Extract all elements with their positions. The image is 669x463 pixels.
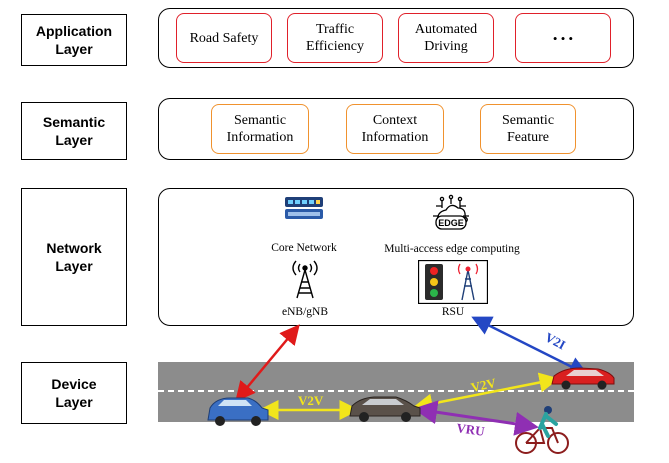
uplink-arrow: [235, 324, 300, 402]
v2v-left-label: V2V: [298, 393, 324, 408]
more-apps-chip: • • •: [515, 13, 611, 63]
v2v-right-label: V2V: [470, 375, 498, 395]
edge-computing-label: Multi-access edge computing: [384, 243, 520, 255]
road-safety-chip: Road Safety: [176, 13, 272, 63]
traffic-efficiency-chip: Traffic Efficiency: [287, 13, 383, 63]
edge-badge-text: EDGE: [438, 218, 464, 228]
server-rack-icon: [285, 197, 323, 219]
road-lane-marking: [158, 390, 634, 392]
v2i-label: V2I: [543, 329, 569, 352]
device-layer-label: Device Layer: [21, 362, 127, 424]
automated-driving-chip: Automated Driving: [398, 13, 494, 63]
vru-label: VRU: [456, 420, 487, 439]
edge-computing-icon: EDGE: [433, 194, 469, 230]
semantic-information-chip: Semantic Information: [211, 104, 309, 154]
blue-car-icon: [207, 397, 269, 426]
context-information-chip: Context Information: [346, 104, 444, 154]
semantic-layer-label: Semantic Layer: [21, 102, 127, 160]
dark-sedan-icon: [349, 396, 421, 422]
application-layer-label: Application Layer: [21, 14, 127, 66]
v2i-arrow: [471, 316, 589, 376]
rsu-icon: [418, 260, 488, 304]
core-network-label: Core Network: [271, 242, 337, 254]
network-layer-box: [158, 188, 634, 326]
red-car-icon: [551, 367, 615, 390]
enb-gnb-label: eNB/gNB: [282, 306, 328, 318]
network-layer-label: Network Layer: [21, 188, 127, 326]
cell-tower-icon: [292, 260, 318, 299]
rsu-label: RSU: [441, 306, 465, 318]
cyclist-icon: [515, 406, 569, 454]
vru-arrow: [413, 400, 539, 436]
semantic-feature-chip: Semantic Feature: [480, 104, 576, 154]
